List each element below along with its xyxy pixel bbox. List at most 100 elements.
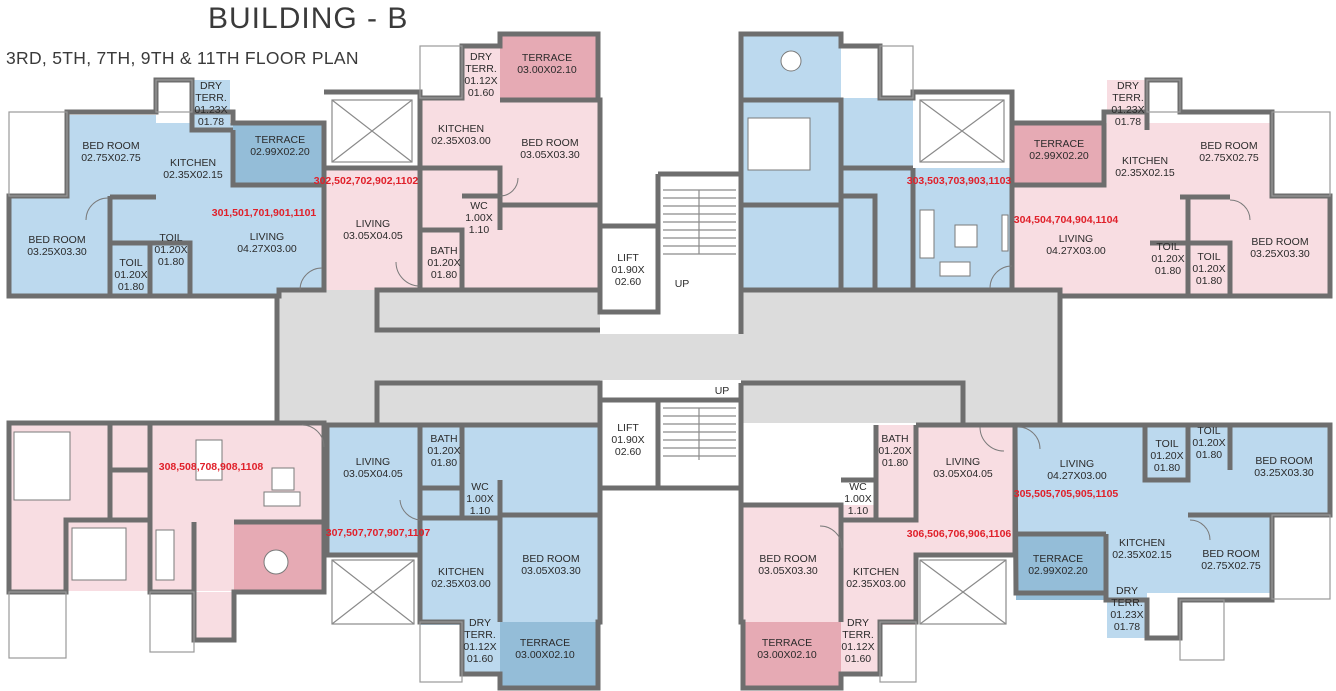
- door-swings: [85, 177, 1251, 549]
- room-label-line: WC: [849, 481, 867, 493]
- unit-number-label: 307,507,707,907,1107: [326, 527, 431, 539]
- unit-302-dry-terrace-fill: [462, 48, 500, 100]
- shaft-box: [331, 559, 415, 625]
- unit-number-label: 301,501,701,901,1101: [212, 207, 317, 219]
- room-label-line: 01.20X: [1150, 450, 1183, 462]
- bed: [13, 431, 71, 501]
- wall-unit-307-internal: [417, 425, 600, 622]
- unit-number-label: 303,503,703,903,1103: [907, 175, 1012, 187]
- unit-304-terrace-fill: [1014, 123, 1104, 185]
- room-label-line: 03.00X02.10: [517, 64, 577, 76]
- room-label-line: 02.35X03.00: [846, 578, 906, 590]
- room-label-line: 01.12X: [841, 641, 874, 653]
- unit-301-dry-terrace-fill: [192, 80, 230, 130]
- room-label-line: BED ROOM: [1202, 548, 1259, 560]
- room-label-line: 02.60: [615, 446, 641, 458]
- room-label-line: 01.80: [1155, 265, 1181, 277]
- room-label-line: KITCHEN: [438, 566, 484, 578]
- unit-305-terrace-fill: [1016, 534, 1106, 600]
- room-label-line: 03.25X03.30: [27, 246, 87, 258]
- unit-307-terrace-fill: [500, 622, 598, 688]
- room-label-line: 02.35X02.15: [1112, 549, 1172, 561]
- room-label-line: WC: [471, 481, 489, 493]
- wall-unit-308-internal: [107, 423, 324, 592]
- unit-304-dry-fill: [1107, 80, 1147, 130]
- room-label-line: 01.80: [1196, 449, 1222, 461]
- balcony-outline: [155, 79, 193, 113]
- room-label-line: BATH: [430, 433, 457, 445]
- room-label-line: BED ROOM: [521, 137, 578, 149]
- room-label-line: 03.05X03.30: [758, 565, 818, 577]
- room-label-line: 1.00X: [465, 212, 492, 224]
- room-label-line: BED ROOM: [28, 234, 85, 246]
- room-label-line: 02.75X02.75: [1201, 560, 1261, 572]
- room-label-line: LIFT: [617, 252, 639, 264]
- unit-number-label: 306,506,706,906,1106: [907, 528, 1012, 540]
- wall-lift-top: [597, 223, 661, 315]
- room-label-line: DRY: [847, 617, 869, 629]
- room-label-line: 02.99X02.20: [1029, 150, 1089, 162]
- shaft-cross: [919, 99, 1005, 163]
- furniture: [13, 50, 1009, 581]
- room-label-line: 01.80: [431, 457, 457, 469]
- wall-unit-305-internal: [1016, 422, 1272, 600]
- wall-unit-303-internal: [741, 97, 916, 290]
- room-label-line: 01.78: [1114, 621, 1140, 633]
- tv-unit: [1001, 214, 1009, 252]
- balcony-outline: [879, 621, 917, 683]
- unit-301-open-corner: [9, 112, 67, 196]
- sofa: [263, 491, 301, 507]
- balcony-outline: [1271, 111, 1331, 197]
- room-label-line: LIVING: [1060, 458, 1094, 470]
- door-arc: [819, 525, 843, 549]
- room-label-line: BATH: [430, 245, 457, 257]
- room-label-line: TERR.: [1112, 92, 1144, 104]
- room-label-line: WC: [470, 200, 488, 212]
- unit-308-utility-fill: [194, 592, 232, 638]
- door-arc: [1189, 519, 1211, 541]
- room-label-line: LIVING: [356, 456, 390, 468]
- room-label-line: 01.78: [1115, 116, 1141, 128]
- room-label-line: DRY: [200, 80, 222, 92]
- room-label-line: TERRACE: [762, 637, 812, 649]
- room-label-line: 02.35X02.15: [163, 169, 223, 181]
- room-label-line: 01.60: [845, 653, 871, 665]
- door-arc: [85, 197, 109, 221]
- balcony-outline: [1146, 79, 1181, 113]
- room-label-line: BED ROOM: [1255, 455, 1312, 467]
- unit-307-lower-fill: [420, 555, 601, 625]
- room-label-line: KITCHEN: [170, 157, 216, 169]
- unit-307-dry-fill: [462, 622, 500, 674]
- room-label-line: 03.05X03.30: [521, 565, 581, 577]
- room-label-line: LIVING: [1059, 233, 1093, 245]
- wall-corridor: [274, 296, 1063, 423]
- room-label-line: TERR.: [464, 629, 496, 641]
- shaft-cross: [331, 559, 415, 625]
- room-label-line: 01.12X: [464, 75, 497, 87]
- kitchen-counter: [155, 529, 175, 581]
- room-label-line: LIVING: [250, 231, 284, 243]
- room-label-line: 1.10: [469, 224, 490, 236]
- room-label-line: TERR.: [842, 629, 874, 641]
- room-label-line: BED ROOM: [522, 553, 579, 565]
- room-label-line: 03.00X02.10: [757, 649, 817, 661]
- door-arc: [979, 426, 1005, 452]
- room-label-line: TOIL: [1155, 438, 1178, 450]
- unit-labels: 301,501,701,901,1101302,502,702,902,1102…: [159, 175, 1119, 540]
- unit-305-open-corner: [1272, 515, 1330, 599]
- room-label-line: KITCHEN: [853, 566, 899, 578]
- unit-number-label: 308,508,708,908,1108: [159, 461, 264, 473]
